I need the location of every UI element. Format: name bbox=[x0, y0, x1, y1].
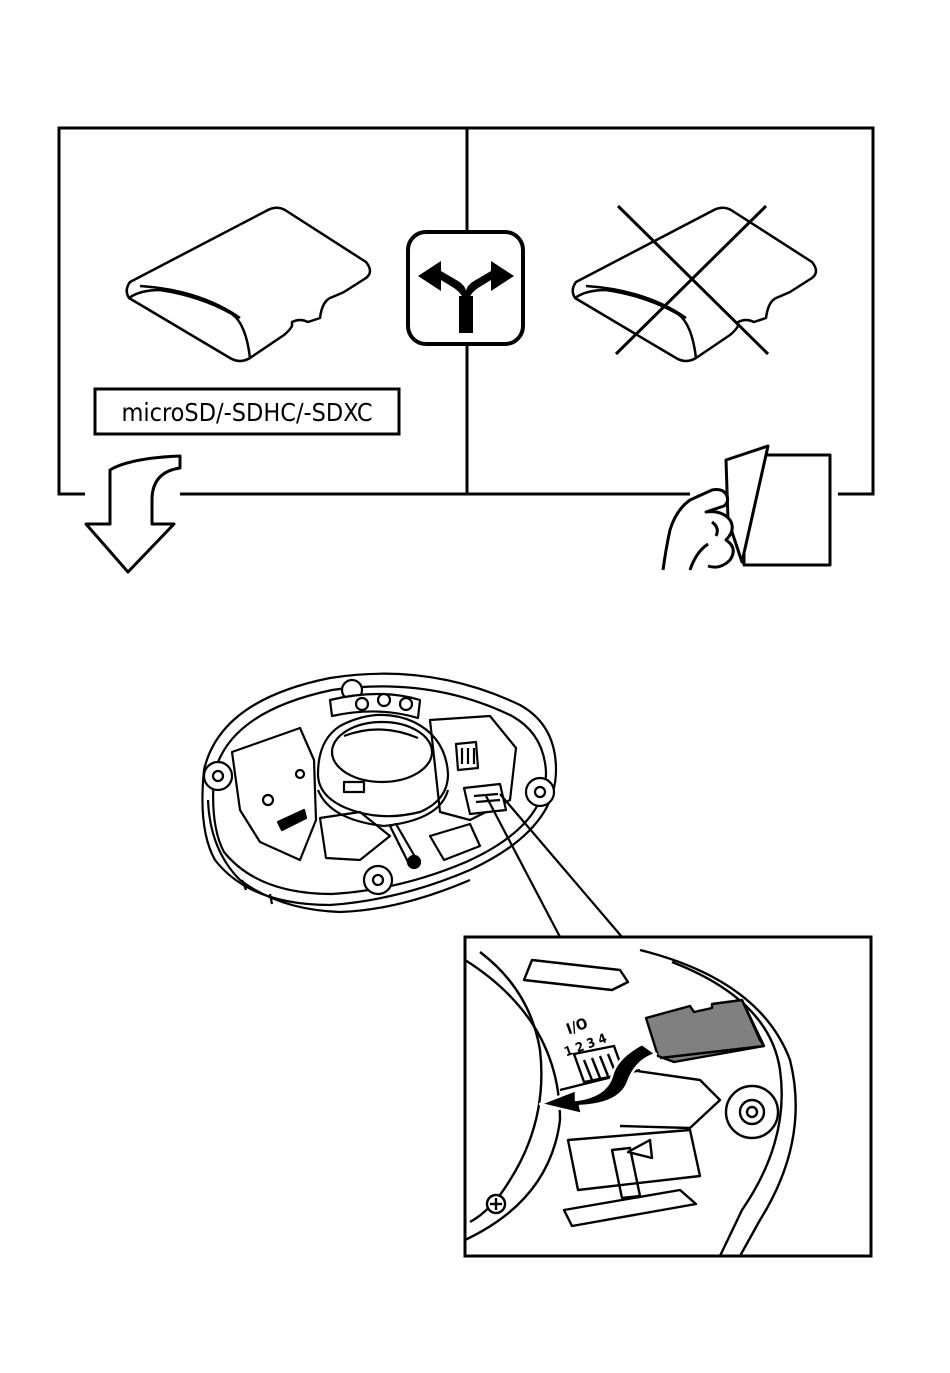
fork-arrow-icon bbox=[408, 232, 523, 344]
microsd-card-icon bbox=[127, 208, 370, 361]
inset-detail: I/O 1 2 3 4 bbox=[465, 937, 871, 1256]
microsd-card-crossed-icon bbox=[573, 206, 816, 361]
card-type-label: microSD/-SDHC/-SDXC bbox=[95, 389, 399, 434]
camera-unit-drawing bbox=[202, 674, 556, 912]
hand-turning-page-icon bbox=[663, 446, 830, 570]
down-arrow-icon bbox=[86, 456, 180, 572]
card-type-text: microSD/-SDHC/-SDXC bbox=[121, 398, 372, 427]
